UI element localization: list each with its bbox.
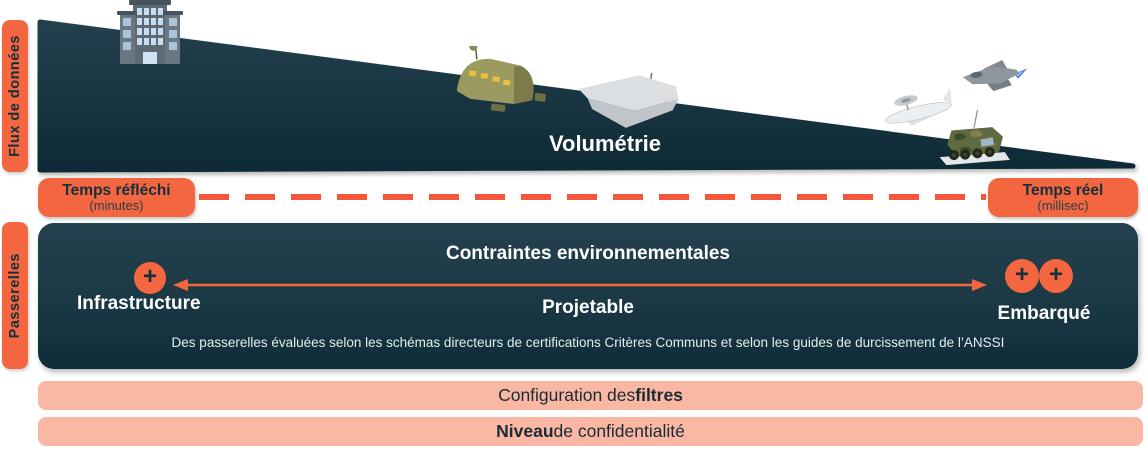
plus-glyph: + — [1048, 261, 1063, 288]
plus-glyph: + — [1014, 261, 1029, 288]
temps-reel-box: Temps réel (millisec) — [988, 178, 1138, 217]
bar2-bold: Niveau — [496, 421, 554, 441]
building-icon — [117, 0, 183, 64]
plus-icon: + — [134, 262, 166, 294]
plus-icon: + — [1005, 259, 1039, 293]
configuration-filtres-bar: Configuration des filtres — [38, 381, 1143, 410]
temps-reflechi-box: Temps réfléchi (minutes) — [38, 178, 195, 217]
plus-glyph: + — [142, 263, 157, 290]
spectrum-arrow — [173, 279, 987, 291]
bar2-suffix: de confidentialité — [553, 421, 685, 441]
projetable-label: Projetable — [542, 297, 634, 318]
temps-reflechi-title: Temps réfléchi — [62, 181, 171, 199]
awacs-plane-icon — [884, 87, 952, 126]
military-truck-icon — [939, 110, 1010, 166]
carrier-ship-icon — [578, 72, 679, 128]
embarque-label: Embarqué — [997, 303, 1091, 324]
passerelles-label: Passerelles — [2, 222, 28, 369]
fighter-jet-icon — [962, 60, 1028, 92]
niveau-confidentialite-bar: Niveau de confidentialité — [38, 417, 1143, 446]
timeline-dashed-line — [199, 194, 986, 200]
field-camp-icon — [456, 46, 547, 112]
infrastructure-label: Infrastructure — [77, 293, 201, 314]
gateway-title: Contraintes environnementales — [445, 243, 731, 264]
temps-reflechi-sub: (minutes) — [89, 197, 144, 213]
flux-de-donnees-text: Flux de données — [7, 35, 23, 157]
gateway-footnote: Des passerelles évaluées selon les schém… — [171, 335, 1005, 350]
plus-icon: + — [1039, 259, 1073, 293]
volumetrie-label: Volumétrie — [548, 131, 662, 156]
flux-de-donnees-label: Flux de données — [2, 20, 28, 172]
temps-reel-sub: (millisec) — [1037, 197, 1089, 213]
passerelles-text: Passerelles — [7, 252, 23, 339]
temps-reel-title: Temps réel — [1022, 181, 1104, 199]
gateway-panel: Contraintes environnementales + + + Infr… — [38, 223, 1138, 369]
bar1-bold: filtres — [635, 385, 683, 405]
bar1-prefix: Configuration des — [498, 385, 636, 405]
